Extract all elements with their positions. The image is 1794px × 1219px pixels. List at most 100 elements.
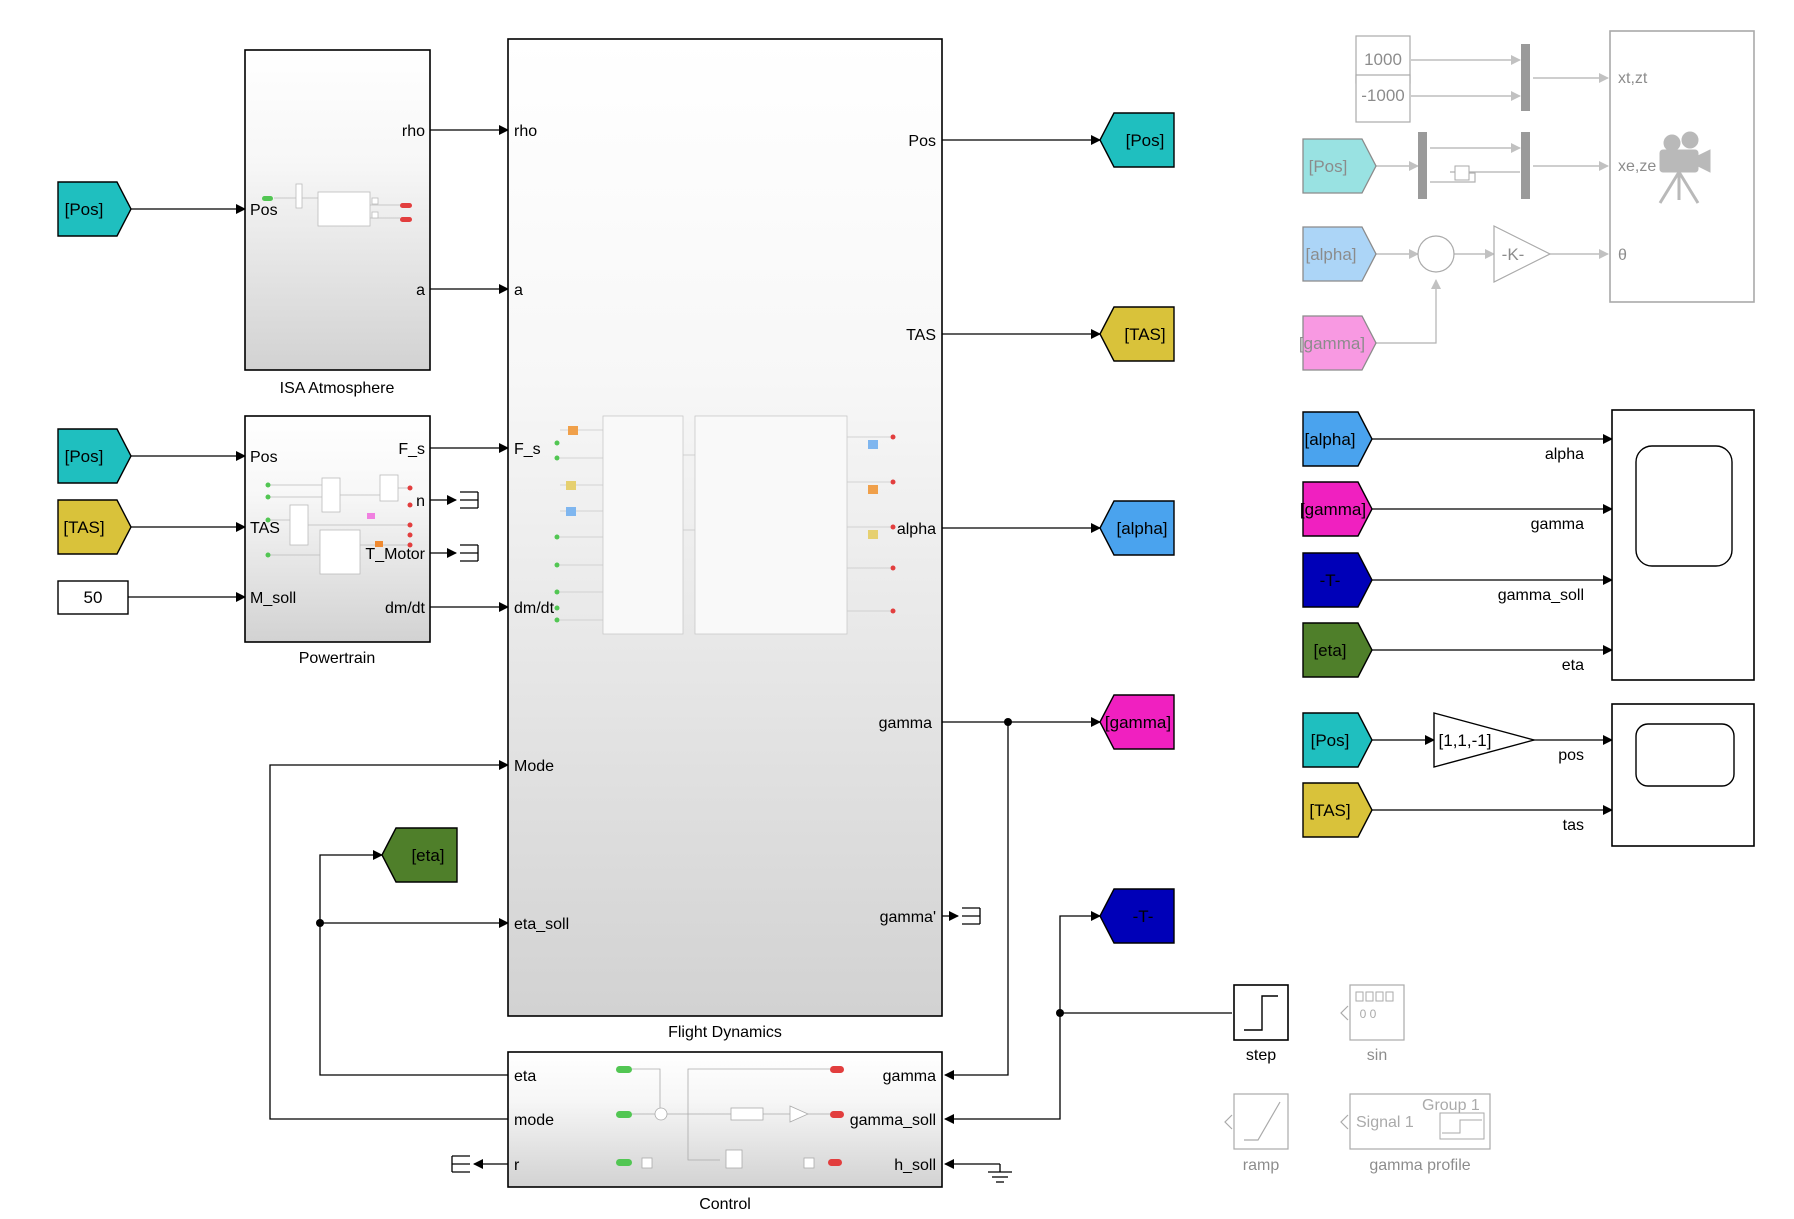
tag-shape <box>381 827 458 883</box>
goto-tag-alpha[interactable]: [alpha] <box>1099 500 1175 556</box>
gamma-profile-label: gamma profile <box>1369 1157 1470 1174</box>
constant-1000-block[interactable]: 1000 <box>1355 35 1411 84</box>
flight-out-gamma: gamma <box>879 715 932 732</box>
constant-50-value: 50 <box>84 588 103 607</box>
constant-minus-1000-value: -1000 <box>1361 86 1404 105</box>
selector-block <box>1454 165 1470 181</box>
scope-2-block[interactable] <box>1611 703 1755 847</box>
tag-shape <box>1302 315 1377 371</box>
scope-from-tag-alpha[interactable]: [alpha] <box>1302 411 1373 467</box>
step-label: step <box>1246 1047 1276 1064</box>
powertrain-out-tmotor: T_Motor <box>365 546 425 563</box>
powertrain-in-tas: TAS <box>250 520 280 537</box>
powertrain-in-pos: Pos <box>250 449 278 466</box>
flight-in-dmdt: dm/dt <box>514 600 555 617</box>
tag-shape <box>1302 226 1377 282</box>
scope1-signal-gamma-soll: gamma_soll <box>1498 587 1584 604</box>
isa-atmosphere-block[interactable]: Pos rho a ISA Atmosphere <box>244 49 431 397</box>
mux-bar <box>1521 44 1530 111</box>
scope-from-tag-gamma[interactable]: [gamma] <box>1300 481 1373 537</box>
flight-out-tas: TAS <box>906 327 936 344</box>
scope-from-tag-pos[interactable]: [Pos] <box>1302 712 1373 768</box>
goto-tag-gamma[interactable]: [gamma] <box>1099 694 1175 750</box>
flight-dynamics-block[interactable]: rho a F_s dm/dt Mode eta_soll Pos TAS al… <box>507 38 943 1041</box>
constant-50-block[interactable]: 50 <box>57 580 129 615</box>
scope-2-section: [Pos] [TAS] [1,1,-1] pos tas <box>1302 703 1755 847</box>
scope2-signal-pos: pos <box>1558 747 1584 764</box>
ramp-block[interactable]: ramp <box>1224 1093 1289 1174</box>
flight-out-gamma-dot: gamma' <box>880 909 936 926</box>
mux-bar <box>1418 132 1427 199</box>
flight-in-mode: Mode <box>514 758 554 775</box>
tag-shape <box>1302 138 1377 194</box>
tag-shape <box>1302 411 1373 467</box>
ramp-label: ramp <box>1243 1157 1280 1174</box>
tag-shape <box>1099 888 1175 944</box>
powertrain-out-n: n <box>416 493 425 510</box>
subsystem-preview <box>632 1068 830 1169</box>
anim-from-tag-gamma[interactable]: [gamma] <box>1299 315 1377 371</box>
from-tag-pos-powertrain[interactable]: [Pos] <box>57 428 132 484</box>
from-tag-pos-isa[interactable]: [Pos] <box>57 181 132 237</box>
scope-from-tag-tas[interactable]: [TAS] <box>1302 782 1373 838</box>
anim-from-tag-alpha[interactable]: [alpha] <box>1302 226 1377 282</box>
signal-builder-icon <box>1439 1112 1485 1140</box>
goto-tag-pos[interactable]: [Pos] <box>1099 112 1175 168</box>
tag-shape <box>57 428 132 484</box>
powertrain-out-fs: F_s <box>398 441 425 458</box>
tag-shape <box>1302 782 1373 838</box>
subsystem-preview <box>270 474 408 575</box>
display-segments-icon <box>1355 991 1394 1002</box>
flight-dynamics-label: Flight Dynamics <box>668 1024 782 1041</box>
gamma-profile-group: Group 1 <box>1422 1097 1480 1114</box>
powertrain-block[interactable]: Pos TAS M_soll F_s n T_Motor dm/dt Power… <box>244 415 431 667</box>
powertrain-label: Powertrain <box>299 650 375 667</box>
control-out-r: r <box>514 1157 520 1174</box>
tag-shape <box>1302 481 1373 537</box>
control-in-h-soll: h_soll <box>894 1157 936 1174</box>
tag-text: [alpha] <box>1305 245 1356 264</box>
tag-shape <box>57 181 132 237</box>
tag-shape <box>57 499 132 555</box>
from-tag-tas-powertrain[interactable]: [TAS] <box>57 499 132 555</box>
tag-text: [Pos] <box>65 447 104 466</box>
gain-k-block[interactable]: -K- <box>1493 225 1552 283</box>
gamma-profile-block[interactable]: Group 1 Signal 1 gamma profile <box>1340 1093 1491 1174</box>
scope-from-tag-eta[interactable]: [eta] <box>1302 622 1373 678</box>
control-in-gamma-soll: gamma_soll <box>850 1112 936 1129</box>
constant-minus-1000-block[interactable]: -1000 <box>1355 74 1411 123</box>
flight-in-fs: F_s <box>514 441 541 458</box>
anim-from-tag-pos[interactable]: [Pos] <box>1302 138 1377 194</box>
gain-pos-block[interactable]: [1,1,-1] <box>1433 712 1537 768</box>
flight-in-eta-soll: eta_soll <box>514 916 569 933</box>
sin-label: sin <box>1367 1047 1387 1064</box>
tag-shape <box>1099 694 1175 750</box>
control-block[interactable]: eta mode r gamma gamma_soll h_soll Contr… <box>507 1051 943 1213</box>
goto-tag-tas[interactable]: [TAS] <box>1099 306 1175 362</box>
tag-text: [gamma] <box>1299 334 1365 353</box>
flight-animation-block[interactable]: xt,zt xe,ze θ <box>1609 30 1755 303</box>
step-block[interactable]: step <box>1233 984 1289 1064</box>
tag-text: [Pos] <box>65 200 104 219</box>
scope-1-block[interactable] <box>1611 409 1755 681</box>
signal-lines <box>128 125 1613 1169</box>
isa-in-pos: Pos <box>250 202 278 219</box>
animation-section: 1000 -1000 [Pos] [alpha] [gamma] -K- <box>1299 30 1755 371</box>
scope-from-tag-t[interactable]: -T- <box>1302 552 1373 608</box>
powertrain-out-dmdt: dm/dt <box>385 600 426 617</box>
anim-in-xt: xt,zt <box>1618 70 1648 87</box>
goto-tag-eta[interactable]: [eta] <box>381 827 458 883</box>
control-label: Control <box>699 1196 751 1213</box>
tag-text: [Pos] <box>1126 131 1165 150</box>
constant-1000-value: 1000 <box>1364 50 1402 69</box>
scope2-signal-tas: tas <box>1563 817 1584 834</box>
tag-text: [alpha] <box>1304 430 1355 449</box>
step-icon <box>1244 995 1278 1031</box>
tag-text: -T- <box>1320 571 1341 590</box>
sum-block[interactable] <box>1417 235 1455 273</box>
goto-tag-t[interactable]: -T- <box>1099 888 1175 944</box>
scope1-signal-alpha: alpha <box>1545 446 1584 463</box>
tag-shape <box>1099 500 1175 556</box>
sin-block[interactable]: 0 0 sin <box>1340 984 1405 1064</box>
